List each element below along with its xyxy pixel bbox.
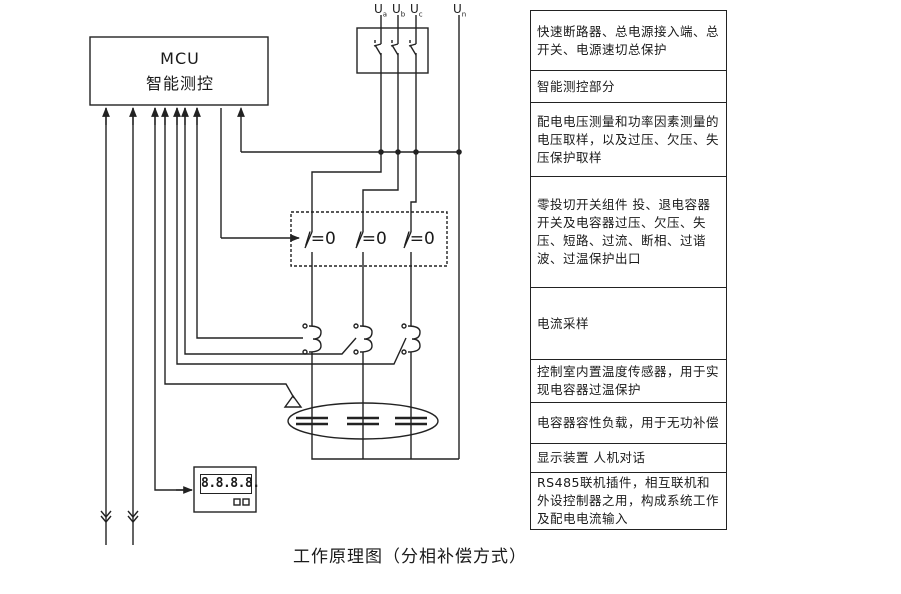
legend-cell-mcu: 智能测控部分 bbox=[531, 70, 726, 102]
display-button bbox=[242, 498, 250, 506]
legend-cell-capacitor: 电容器容性负载，用于无功补偿 bbox=[531, 402, 726, 443]
current-sample-lines bbox=[176, 108, 407, 365]
zero-switch-label: /=0 bbox=[404, 229, 435, 249]
display-device bbox=[193, 466, 257, 513]
legend-cell-rs485: RS485联机插件，相互联机和外设控制器之用，构成系统工作及配电电流输入 bbox=[531, 472, 726, 529]
current-transformers bbox=[308, 325, 421, 428]
mcu-box bbox=[89, 36, 269, 106]
phase-label-ua: Ua bbox=[374, 2, 388, 19]
legend-cell-zero-switch: 零投切开关组件 投、退电容器开关及电容器过压、欠压、失压、短路、过流、断相、过谐… bbox=[531, 176, 726, 287]
legend-cell-current-sampling: 电流采样 bbox=[531, 287, 726, 359]
zero-switch-label: /=0 bbox=[356, 229, 387, 249]
neutral-return-line bbox=[311, 428, 459, 460]
zero-switch-blades bbox=[304, 231, 412, 326]
ct-terminals bbox=[302, 323, 407, 355]
temperature-sensor-icon bbox=[283, 394, 303, 408]
rs485-lines bbox=[100, 108, 139, 545]
breaker-box bbox=[356, 27, 429, 74]
legend-table: 快速断路器、总电源接入端、总开关、电源速切总保护 智能测控部分 配电电压测量和功… bbox=[530, 10, 727, 530]
legend-cell-temperature-sensor: 控制室内置温度传感器，用于实现电容器过温保护 bbox=[531, 359, 726, 402]
phase-feed-lines bbox=[311, 152, 417, 232]
zero-switch-label: /=0 bbox=[305, 229, 336, 249]
legend-cell-breaker: 快速断路器、总电源接入端、总开关、电源速切总保护 bbox=[537, 23, 720, 57]
diagram-caption: 工作原理图（分相补偿方式） bbox=[293, 547, 527, 567]
temperature-sensor-line bbox=[164, 108, 295, 399]
mcu-label: MCU bbox=[160, 49, 200, 68]
legend-cell-voltage-sampling: 配电电压测量和功率因素测量的电压取样，以及过压、欠压、失压保护取样 bbox=[531, 102, 726, 176]
mcu-sublabel: 智能测控 bbox=[145, 74, 214, 93]
phase-label-un: Un bbox=[453, 2, 467, 19]
display-line bbox=[154, 108, 192, 491]
capacitors bbox=[296, 416, 427, 426]
display-button bbox=[233, 498, 241, 506]
phase-lines bbox=[380, 15, 460, 459]
legend-cell-display: 显示装置 人机对话 bbox=[531, 443, 726, 472]
breaker-switches bbox=[373, 40, 417, 56]
display-readout: 8.8.8.8. bbox=[200, 474, 260, 494]
phase-label-ub: Ub bbox=[392, 2, 406, 19]
sense-arrows bbox=[102, 107, 201, 125]
phase-label-uc: Uc bbox=[410, 2, 423, 19]
